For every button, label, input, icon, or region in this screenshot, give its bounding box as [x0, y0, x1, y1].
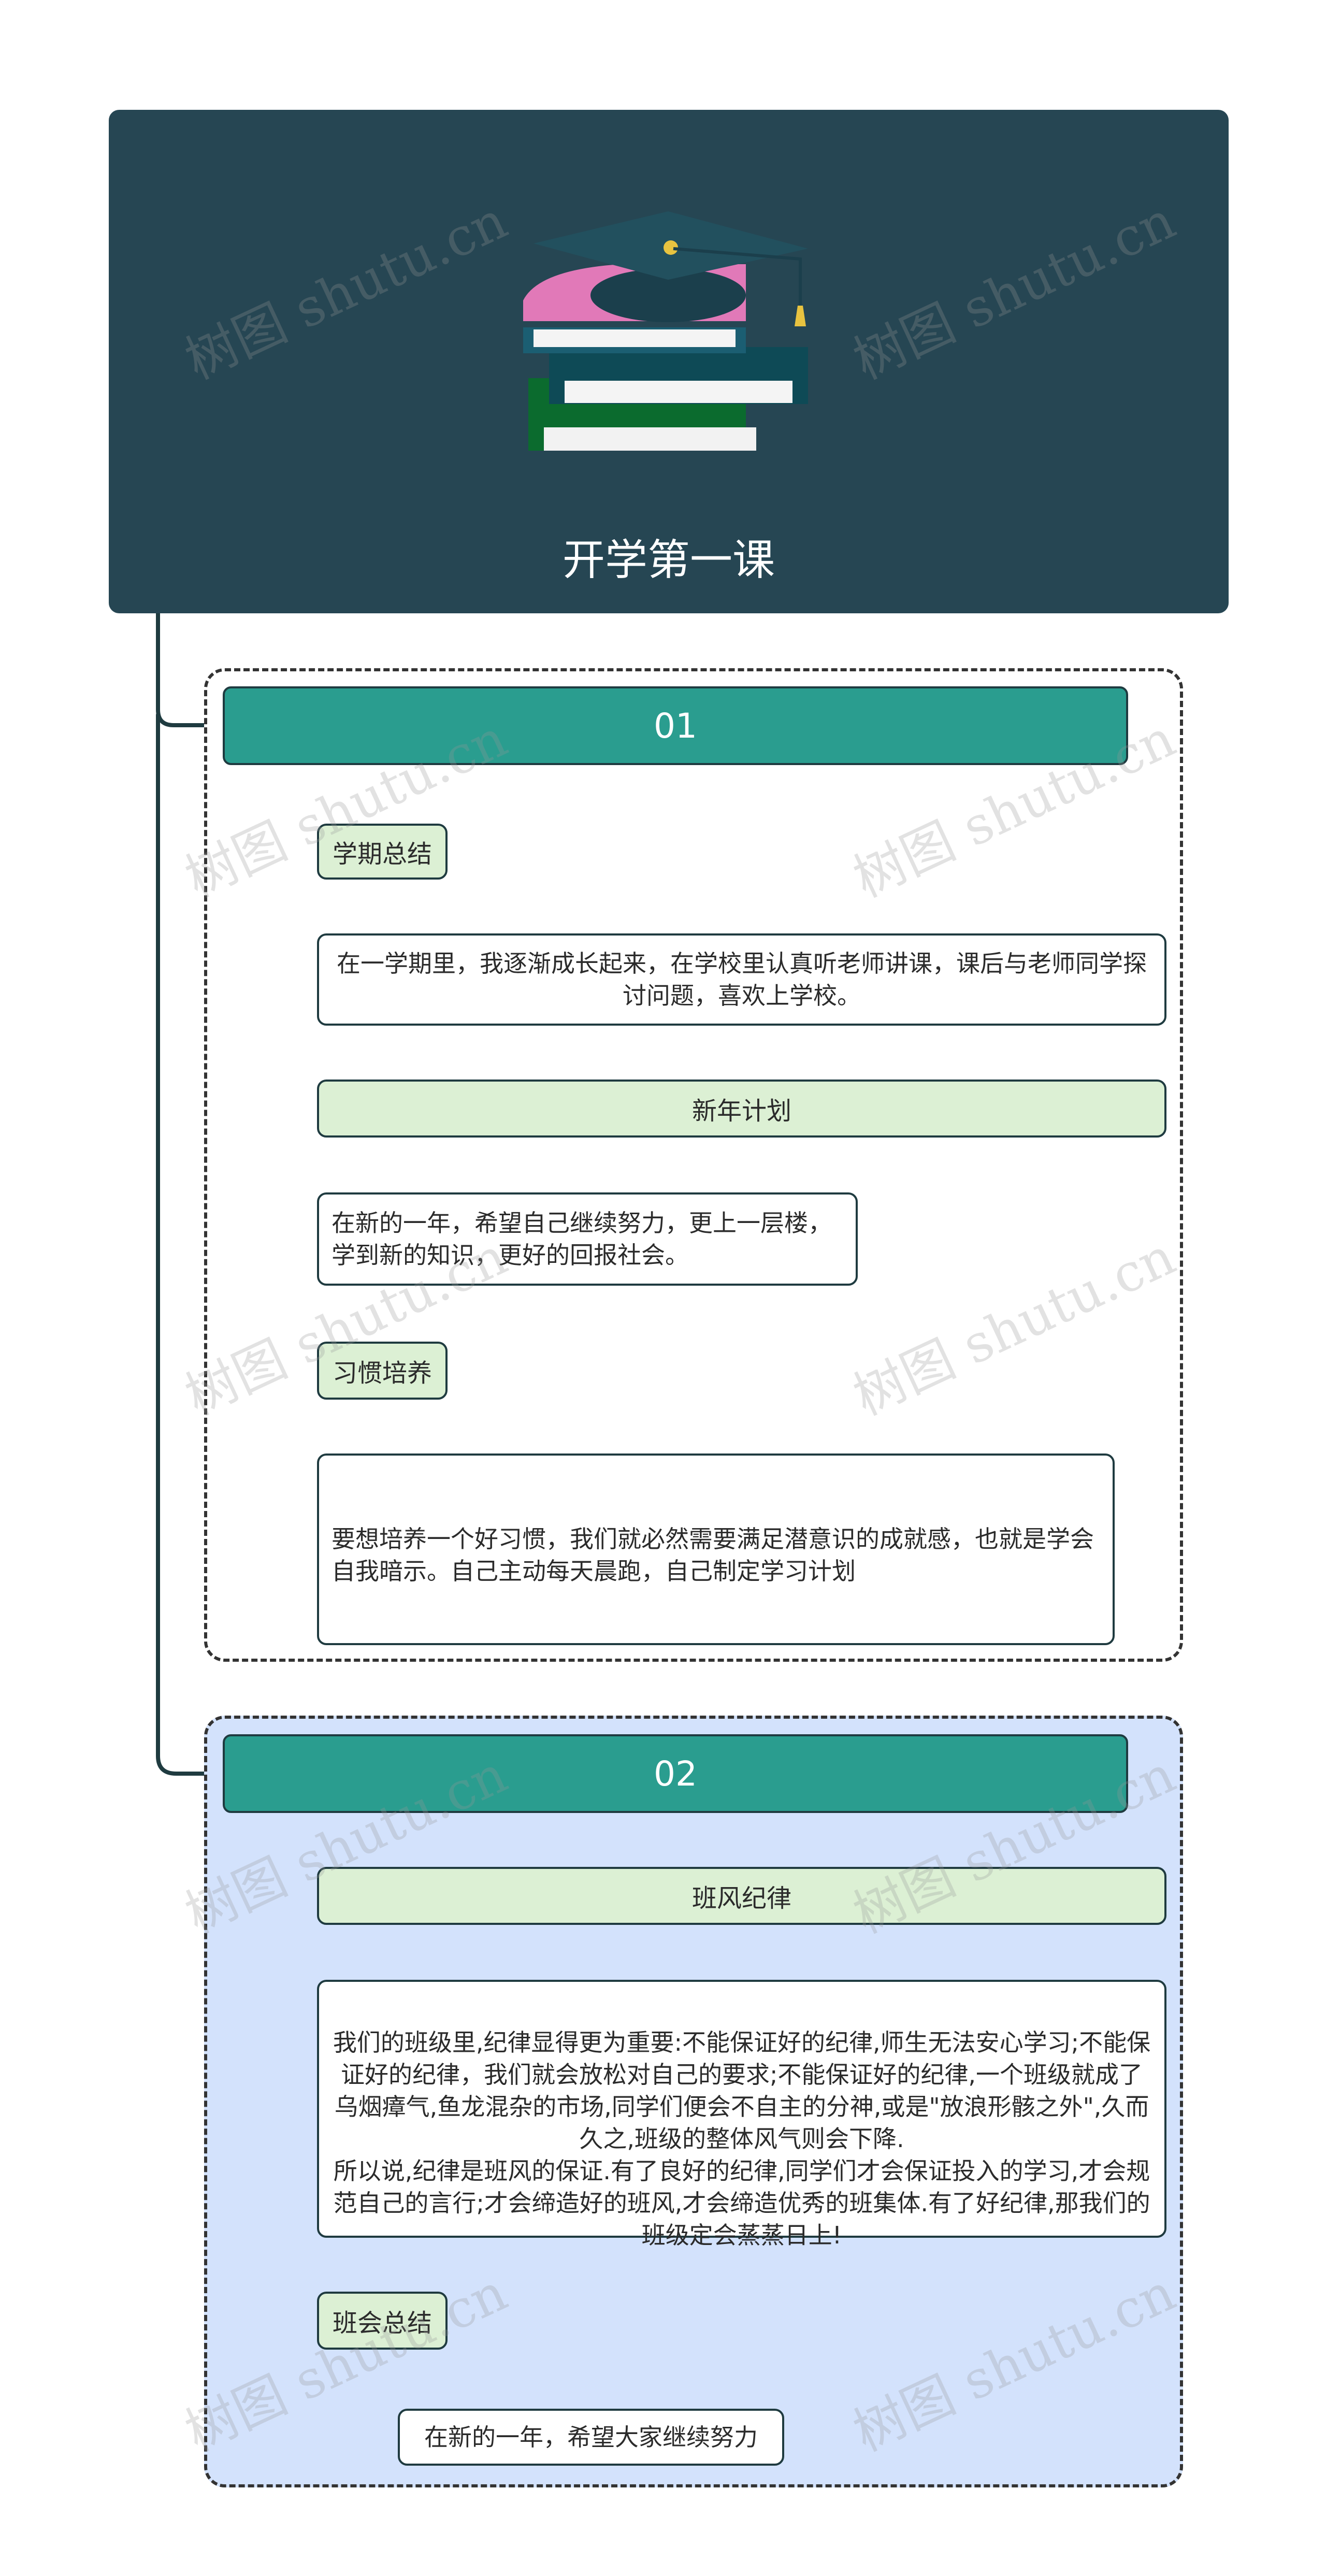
- topic-class-meeting-summary[interactable]: 班会总结: [317, 2292, 448, 2350]
- root-title: 开学第一课: [109, 535, 1229, 586]
- note-text: 在一学期里，我逐渐成长起来，在学校里认真听老师讲课，课后与老师同学探讨问题，喜欢…: [332, 947, 1152, 1012]
- topic-new-year-plan[interactable]: 新年计划: [317, 1080, 1166, 1138]
- graduation-cap-books-icon: [518, 207, 829, 466]
- note-text: 在新的一年，希望自己继续努力，更上一层楼，学到新的知识，更好的回报社会。: [332, 1207, 843, 1271]
- branch-01-label: 01: [654, 706, 697, 746]
- topic-label: 习惯培养: [333, 1352, 432, 1389]
- branch-02-node[interactable]: 02: [223, 1734, 1128, 1813]
- branch-02-label: 02: [654, 1754, 697, 1794]
- note-text: 要想培养一个好习惯，我们就必然需要满足潜意识的成就感，也就是学会自我暗示。自己主…: [332, 1525, 1094, 1585]
- topic-semester-summary[interactable]: 学期总结: [317, 824, 448, 880]
- branch-01-node[interactable]: 01: [223, 686, 1128, 765]
- topic-habit-building[interactable]: 习惯培养: [317, 1342, 448, 1400]
- note-habit-building[interactable]: 要想培养一个好习惯，我们就必然需要满足潜意识的成就感，也就是学会自我暗示。自己主…: [317, 1454, 1115, 1645]
- topic-label: 学期总结: [333, 833, 432, 870]
- note-text: 我们的班级里,纪律显得更为重要:不能保证好的纪律,师生无法安心学习;不能保证好的…: [333, 2028, 1150, 2249]
- topic-label: 班风纪律: [692, 1878, 791, 1914]
- note-class-meeting-summary[interactable]: 在新的一年，希望大家继续努力: [398, 2409, 784, 2466]
- topic-class-discipline[interactable]: 班风纪律: [317, 1867, 1166, 1925]
- topic-label: 新年计划: [692, 1090, 791, 1127]
- note-text: 在新的一年，希望大家继续努力: [424, 2421, 758, 2453]
- note-semester-summary[interactable]: 在一学期里，我逐渐成长起来，在学校里认真听老师讲课，课后与老师同学探讨问题，喜欢…: [317, 933, 1166, 1026]
- note-class-discipline[interactable]: 我们的班级里,纪律显得更为重要:不能保证好的纪律,师生无法安心学习;不能保证好的…: [317, 1980, 1166, 2238]
- note-new-year-plan[interactable]: 在新的一年，希望自己继续努力，更上一层楼，学到新的知识，更好的回报社会。: [317, 1192, 858, 1286]
- topic-label: 班会总结: [333, 2302, 432, 2339]
